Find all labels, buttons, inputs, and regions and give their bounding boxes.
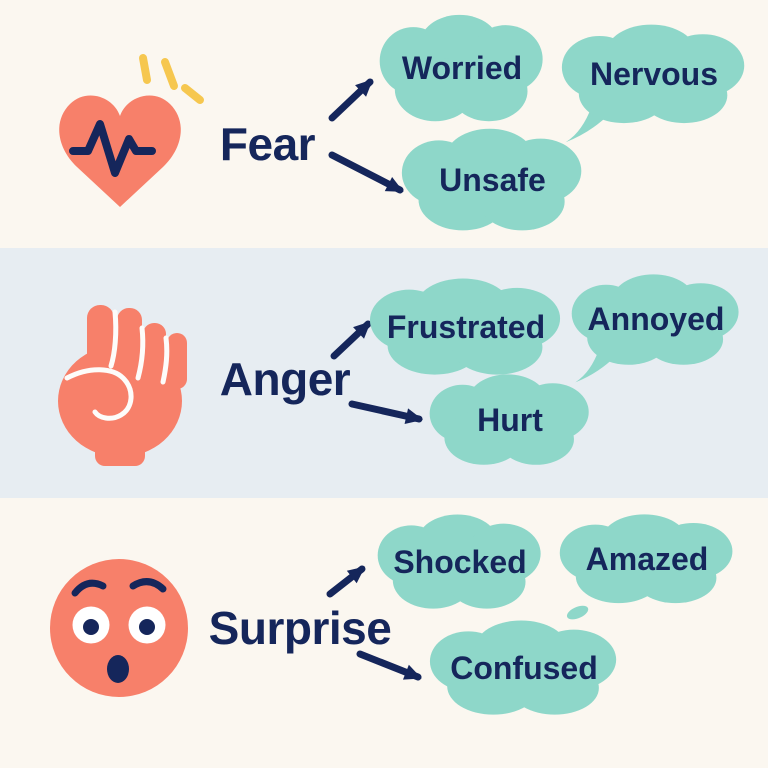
bubble-amazed-label: Amazed: [585, 540, 709, 577]
emotion-label-anger: Anger: [219, 353, 351, 405]
bubble-worried-label: Worried: [401, 50, 523, 86]
bubble-unsafe: Unsafe: [400, 126, 585, 234]
bubble-annoyed: Annoyed: [570, 272, 742, 384]
sparkle-icon: [136, 50, 208, 106]
surprised-face-icon: [49, 557, 189, 700]
bubble-confused: Confused: [428, 618, 620, 718]
bubble-frustrated-label: Frustrated: [386, 308, 546, 345]
bubble-annoyed-label: Annoyed: [587, 301, 725, 338]
bubble-unsafe-label: Unsafe: [439, 161, 546, 198]
bubble-shocked-label: Shocked: [393, 543, 527, 580]
raised-fist-icon: [45, 298, 195, 466]
heartbeat-heart-icon: [50, 83, 190, 215]
section-fear: Fear Worried Nervous: [0, 0, 768, 248]
arrow-anger-to-hurt: [344, 392, 434, 432]
bubble-shocked: Shocked: [376, 512, 544, 612]
bubble-amazed: Amazed: [558, 512, 736, 622]
arrow-surprise-to-confused: [352, 645, 432, 689]
bubble-confused-label: Confused: [450, 649, 598, 686]
arrow-surprise-to-shocked: [322, 560, 377, 605]
bubble-hurt: Hurt: [428, 372, 592, 468]
bubble-nervous-label: Nervous: [589, 55, 719, 92]
arrow-anger-to-frustrated: [326, 312, 382, 364]
arrow-fear-to-unsafe: [324, 146, 414, 202]
emotion-label-surprise: Surprise: [208, 602, 392, 654]
bubble-nervous: Nervous: [560, 22, 748, 144]
section-surprise: Surprise Shocked Amazed: [0, 498, 768, 768]
section-anger: Anger Frustrated Annoyed: [0, 248, 768, 498]
bubble-hurt-label: Hurt: [477, 401, 543, 438]
arrow-fear-to-worried: [324, 70, 386, 126]
bubble-worried: Worried: [378, 12, 546, 125]
emotion-label-fear: Fear: [219, 118, 316, 170]
bubble-frustrated: Frustrated: [368, 276, 564, 378]
